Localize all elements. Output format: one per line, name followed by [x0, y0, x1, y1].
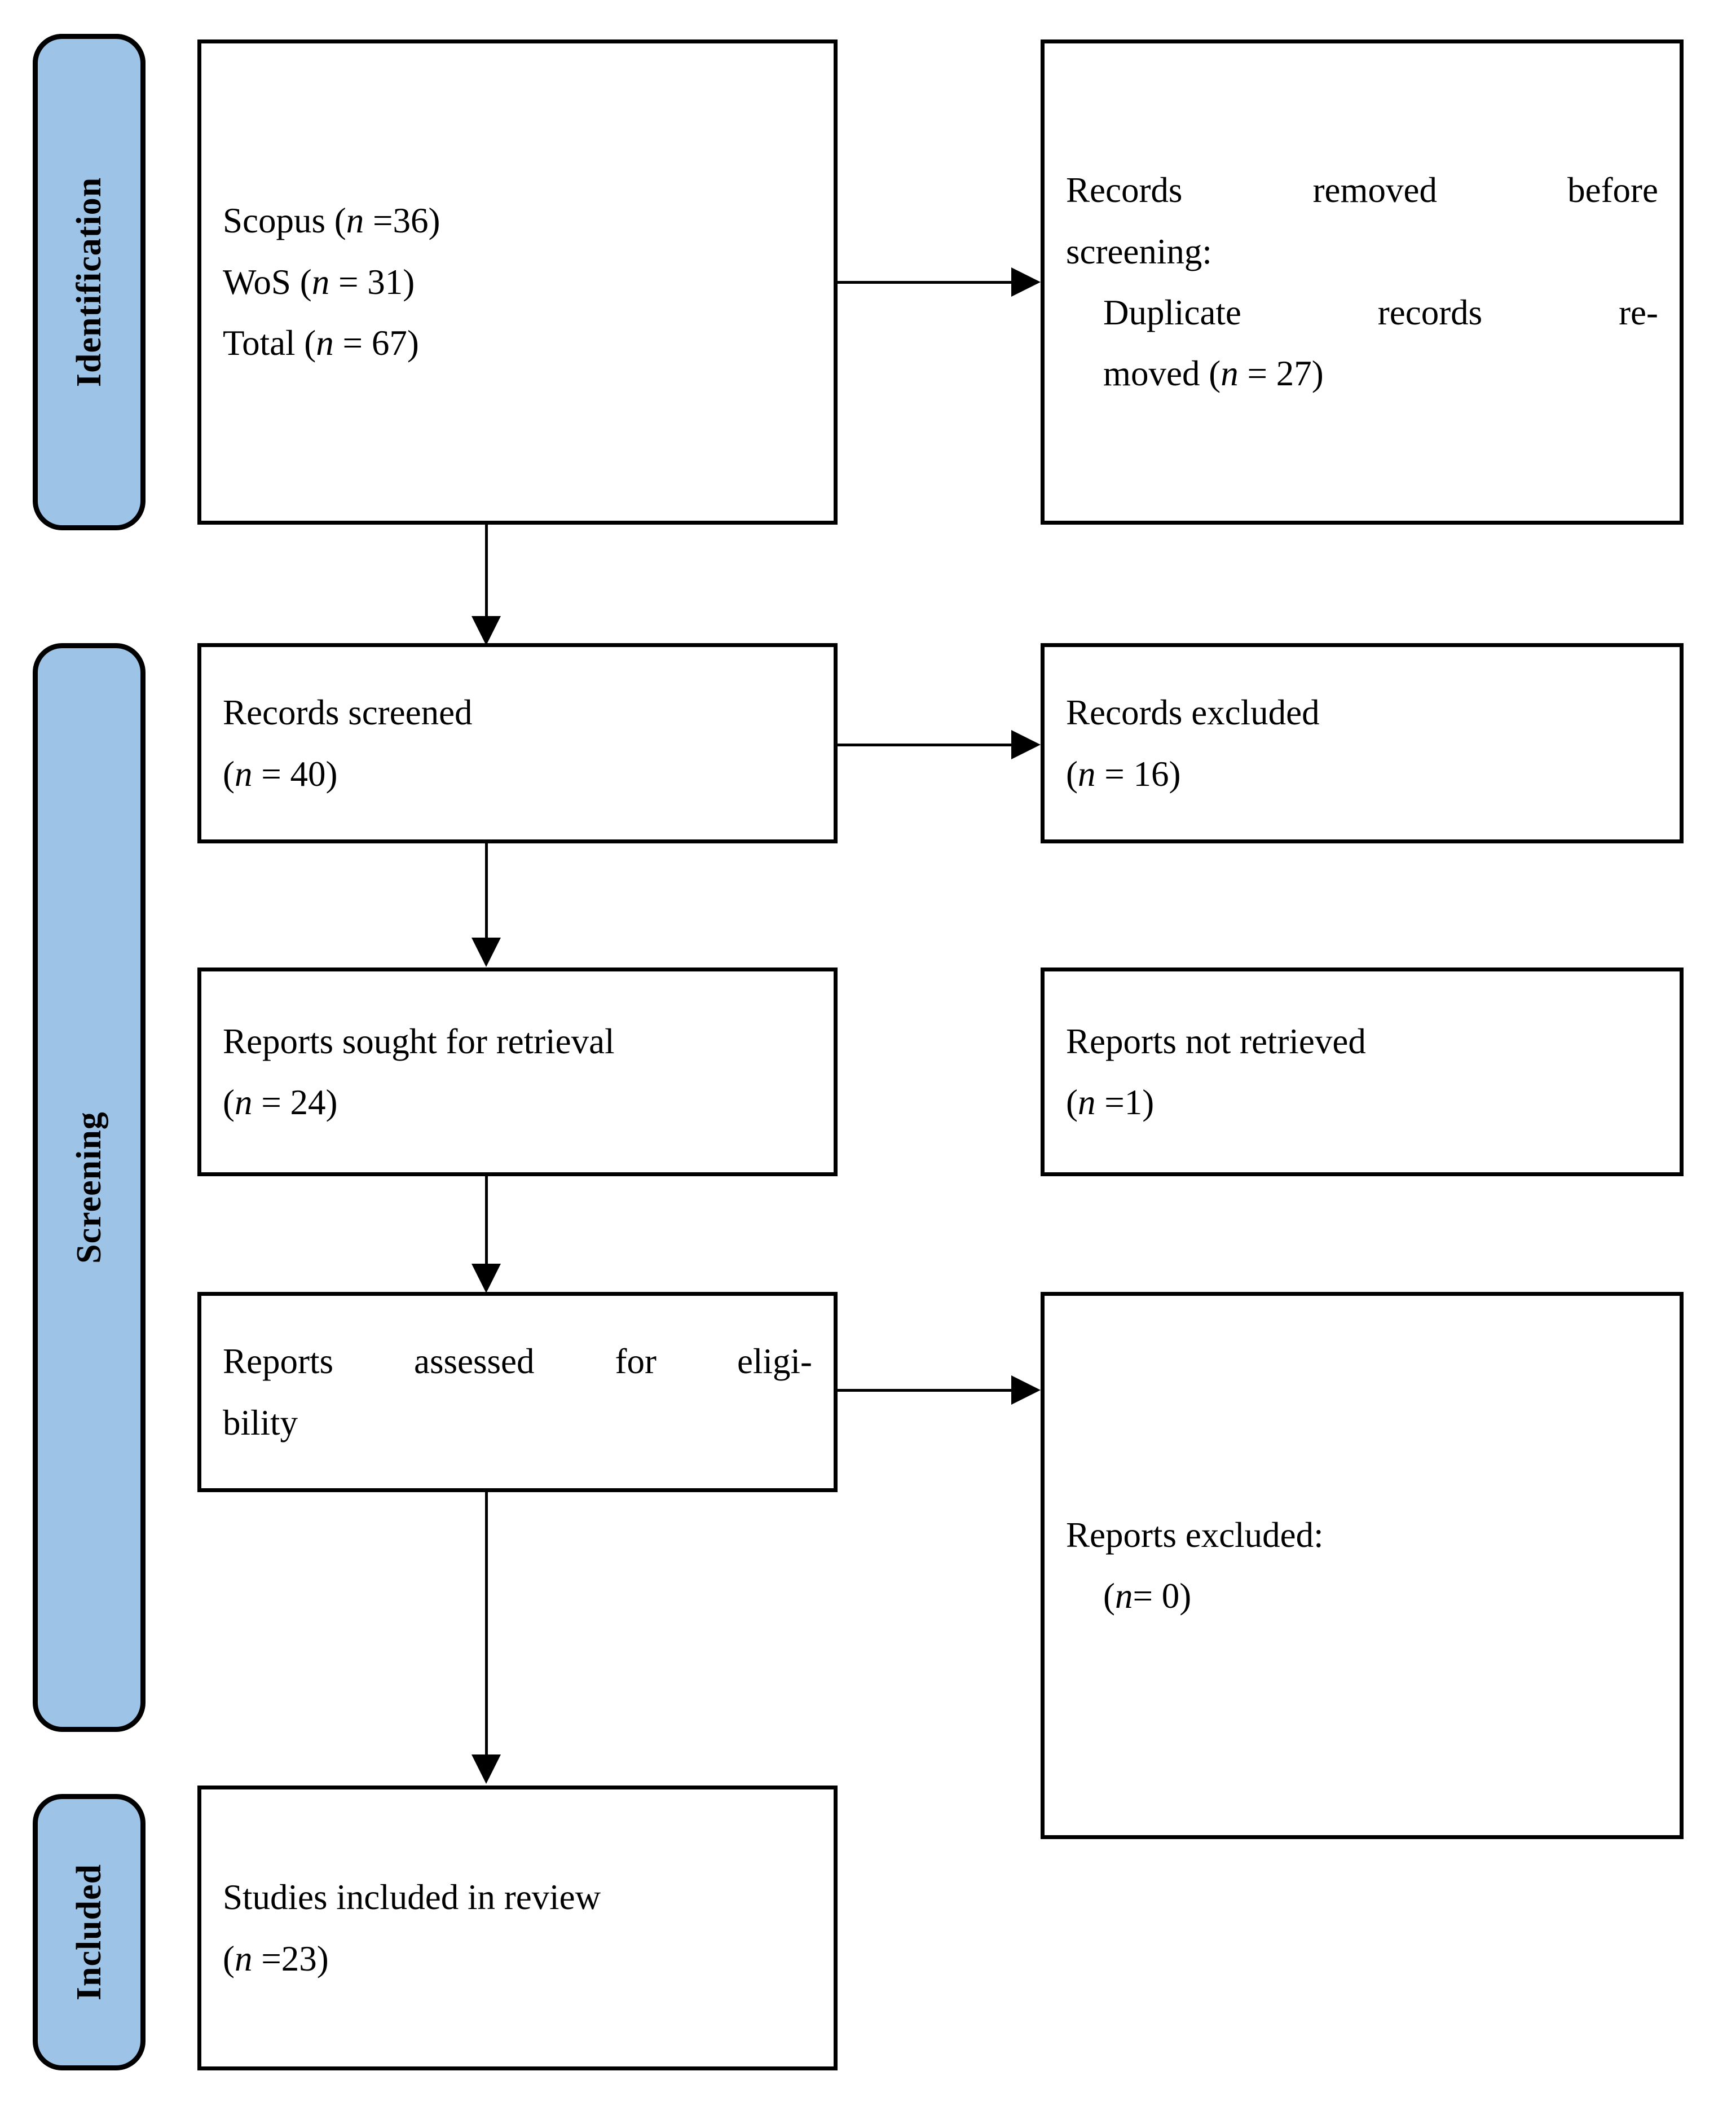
italic-n-glyph: n	[234, 1083, 253, 1122]
italic-n-glyph: n	[1077, 754, 1096, 794]
arrow-sought-to-assessed	[472, 1264, 501, 1293]
arrow-assessed-to-excluded	[1011, 1375, 1041, 1405]
italic-n-glyph: n	[1077, 1083, 1096, 1122]
studies-included-line-1: Studies included in review	[223, 1877, 601, 1918]
reports-sought-line-2: (n = 24)	[223, 1083, 338, 1122]
arrow-screened-to-sought	[472, 938, 501, 967]
box-reports-assessed: Reports assessed for eligi- bility	[197, 1292, 838, 1492]
stage-pill-identification-body: Identification	[33, 34, 146, 530]
reports-not-retrieved-line-1: Reports not retrieved	[1066, 1021, 1366, 1061]
box-reports-sought: Reports sought for retrieval (n = 24)	[197, 968, 838, 1176]
italic-n-glyph: n	[316, 323, 334, 363]
reports-assessed-line-2: bility	[223, 1402, 298, 1443]
identification-sources-line-3: Total (n = 67)	[223, 323, 419, 363]
stage-pill-included: Included	[33, 1794, 146, 2070]
reports-not-retrieved-line-2: (n =1)	[1066, 1083, 1155, 1122]
italic-n-glyph: n	[234, 754, 253, 794]
connector-identification-to-removed	[838, 281, 1011, 284]
reports-excluded-line-2: (n= 0)	[1103, 1576, 1192, 1616]
italic-n-glyph: n	[1114, 1576, 1133, 1616]
stage-label-screening: Screening	[70, 1111, 108, 1264]
records-removed-line-3: Duplicate records re-	[1103, 293, 1658, 332]
records-screened-line-2: (n = 40)	[223, 754, 338, 794]
records-removed-line-2: screening:	[1066, 231, 1212, 271]
italic-n-glyph: n	[346, 201, 364, 241]
studies-included-line-2: (n =23)	[223, 1938, 329, 1978]
arrow-screened-to-excluded	[1011, 730, 1041, 759]
connector-identification-to-screened	[485, 525, 488, 621]
box-records-excluded: Records excluded (n = 16)	[1041, 643, 1684, 843]
records-removed-line-1: Records removed before	[1066, 170, 1658, 210]
arrow-identification-to-removed	[1011, 267, 1041, 297]
box-studies-included: Studies included in review (n =23)	[197, 1786, 838, 2070]
records-excluded-line-1: Records excluded	[1066, 693, 1320, 733]
italic-n-glyph: n	[1221, 354, 1239, 394]
connector-sought-to-assessed	[485, 1176, 488, 1275]
connector-screened-to-sought	[485, 843, 488, 945]
reports-assessed-line-1: Reports assessed for eligi-	[223, 1342, 812, 1382]
records-screened-line-1: Records screened	[223, 693, 473, 733]
records-removed-line-4: moved (n = 27)	[1103, 354, 1324, 394]
identification-sources-line-2: WoS (n = 31)	[223, 262, 415, 302]
stage-label-identification: Identification	[70, 177, 109, 388]
stage-label-included: Included	[70, 1863, 109, 2001]
arrow-identification-to-screened	[472, 616, 501, 645]
connector-assessed-to-excluded	[838, 1389, 1011, 1392]
connector-assessed-to-included	[485, 1492, 488, 1763]
box-records-screened: Records screened (n = 40)	[197, 643, 838, 843]
italic-n-glyph: n	[311, 262, 330, 302]
stage-pill-screening: Screening	[33, 643, 146, 1732]
box-reports-excluded: Reports excluded: (n= 0)	[1041, 1292, 1684, 1839]
box-records-removed: Records removed before screening: Duplic…	[1041, 39, 1684, 525]
reports-sought-line-1: Reports sought for retrieval	[223, 1021, 615, 1061]
italic-n-glyph: n	[234, 1938, 253, 1978]
identification-sources-line-1: Scopus (n =36)	[223, 201, 440, 241]
arrow-assessed-to-included	[472, 1754, 501, 1784]
connector-screened-to-excluded	[838, 744, 1011, 746]
box-identification-sources: Scopus (n =36) WoS (n = 31) Total (n = 6…	[197, 39, 838, 525]
records-excluded-line-2: (n = 16)	[1066, 754, 1181, 794]
box-reports-not-retrieved: Reports not retrieved (n =1)	[1041, 968, 1684, 1176]
reports-excluded-line-1: Reports excluded:	[1066, 1515, 1324, 1555]
